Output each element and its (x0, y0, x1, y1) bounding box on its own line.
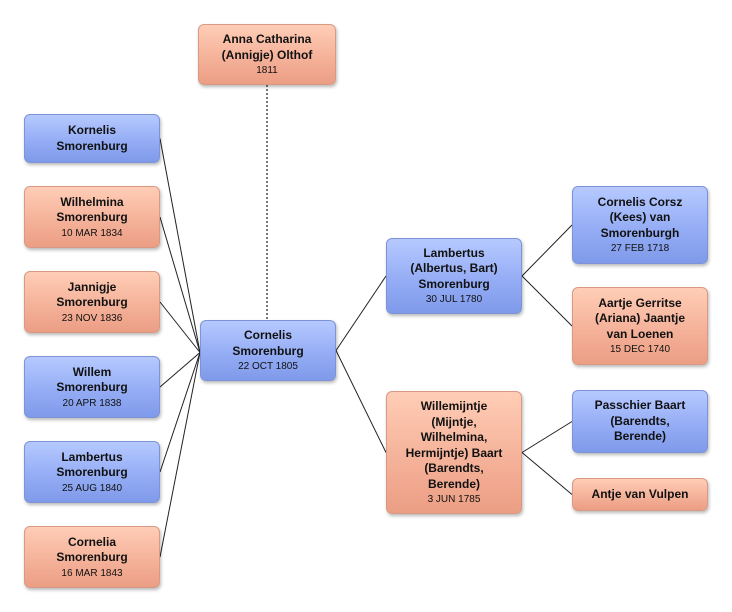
person-name: Cornelis Smorenburg (232, 328, 304, 358)
person-name: Passchier Baart (Barendts, Berende) (594, 398, 686, 444)
person-card-kornelis[interactable]: Kornelis Smorenburg (24, 114, 160, 163)
person-name: Lambertus Smorenburg (56, 449, 128, 480)
person-card-cornelia[interactable]: Cornelia Smorenburg 16 MAR 1843 (24, 526, 160, 588)
person-name: Antje van Vulpen (591, 486, 689, 501)
person-name: Aartje Gerritse (Ariana) Jaantje van Loe… (594, 295, 686, 341)
person-card-wilhelmina[interactable]: Wilhelmina Smorenburg 10 MAR 1834 (24, 186, 160, 248)
parent-link-aartje (521, 275, 573, 327)
person-name: Willem Smorenburg (56, 364, 128, 395)
parent-link-willemijntje (335, 350, 387, 453)
person-date: 1811 (256, 65, 278, 76)
child-link-willem (159, 352, 201, 388)
person-name: Cornelia Smorenburg (56, 534, 128, 565)
person-name: Lambertus (Albertus, Bart) Smorenburg (410, 245, 498, 291)
person-card-willem[interactable]: Willem Smorenburg 20 APR 1838 (24, 356, 160, 418)
person-card-jannigje[interactable]: Jannigje Smorenburg 23 NOV 1836 (24, 271, 160, 333)
person-date: 23 NOV 1836 (61, 312, 123, 324)
child-link-wilhelmina (159, 216, 201, 353)
person-name: Anna Catharina (Annigje) Olthof (221, 32, 313, 62)
person-date: 10 MAR 1834 (61, 227, 123, 239)
person-card-willemijntje[interactable]: Willemijntje (Mijntje, Wilhelmina, Hermi… (386, 391, 522, 514)
child-link-kornelis (159, 138, 201, 353)
person-date: 22 OCT 1805 (238, 361, 298, 372)
person-name: Kornelis Smorenburg (56, 123, 128, 153)
child-link-cornelia (159, 352, 201, 558)
person-date: 20 APR 1838 (62, 397, 122, 409)
child-link-jannigje (159, 301, 201, 353)
person-date: 27 FEB 1718 (610, 243, 670, 255)
person-card-anna[interactable]: Anna Catharina (Annigje) Olthof 1811 (198, 24, 336, 85)
person-card-cornelis[interactable]: Cornelis Smorenburg 22 OCT 1805 (200, 320, 336, 381)
person-card-lambertus-child[interactable]: Lambertus Smorenburg 25 AUG 1840 (24, 441, 160, 503)
person-card-aartje[interactable]: Aartje Gerritse (Ariana) Jaantje van Loe… (572, 287, 708, 365)
person-name: Cornelis Corsz (Kees) van Smorenburgh (597, 194, 683, 240)
person-name: Wilhelmina Smorenburg (56, 194, 128, 225)
person-date: 15 DEC 1740 (609, 344, 671, 356)
person-card-lambertus-father[interactable]: Lambertus (Albertus, Bart) Smorenburg 30 … (386, 238, 522, 314)
person-card-antje[interactable]: Antje van Vulpen (572, 478, 708, 511)
person-card-cornelis-corsz[interactable]: Cornelis Corsz (Kees) van Smorenburgh 27 … (572, 186, 708, 264)
person-date: 16 MAR 1843 (61, 567, 123, 579)
person-date: 25 AUG 1840 (61, 482, 123, 494)
person-date: 30 JUL 1780 (425, 294, 483, 306)
person-date: 3 JUN 1785 (427, 494, 481, 505)
person-card-passchier[interactable]: Passchier Baart (Barendts, Berende) (572, 390, 708, 453)
parent-link-lambertus_father (335, 275, 387, 351)
person-name: Willemijntje (Mijntje, Wilhelmina, Hermi… (405, 399, 503, 491)
person-name: Jannigje Smorenburg (56, 279, 128, 310)
parent-link-passchier (521, 421, 573, 453)
child-link-lambertus_child (159, 352, 201, 473)
parent-link-cornelis_corsz (521, 224, 573, 277)
parent-link-antje (521, 452, 573, 495)
